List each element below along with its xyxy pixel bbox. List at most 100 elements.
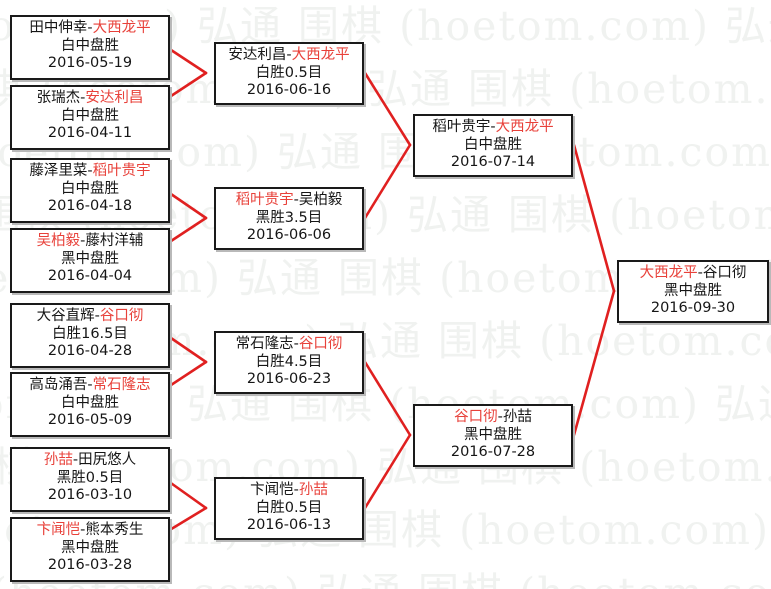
match-result: 黑中盘胜 — [61, 539, 119, 556]
match-result: 白中盘胜 — [61, 107, 119, 124]
player-left: 大谷直辉 — [36, 308, 95, 324]
player-right: 田尻悠人 — [78, 452, 137, 468]
match-players: 谷口彻-孙喆 — [417, 409, 569, 427]
connector-line — [166, 506, 208, 533]
match-result: 白胜0.5目 — [255, 64, 323, 81]
match-date: 2016-09-30 — [650, 300, 736, 317]
player-separator: - — [72, 452, 79, 468]
match-result: 白中盘胜 — [61, 37, 119, 54]
match-date: 2016-06-13 — [246, 517, 332, 534]
player-right: 熊本秀生 — [85, 522, 144, 538]
match-date: 2016-04-04 — [47, 268, 133, 285]
match-date: 2016-07-14 — [450, 154, 536, 171]
connector-line — [166, 216, 208, 245]
player-right: 安达利昌 — [85, 90, 144, 106]
match-date: 2016-06-16 — [246, 82, 332, 99]
match-players: 藤泽里菜-稻叶贵宇 — [14, 163, 166, 181]
match-result: 白中盘胜 — [61, 180, 119, 197]
match-result: 黑中盘胜 — [664, 282, 722, 299]
connector-line — [166, 479, 208, 510]
player-separator: - — [94, 308, 100, 324]
player-separator: - — [87, 163, 93, 179]
player-left: 孙喆 — [43, 452, 73, 468]
match-date: 2016-06-06 — [246, 227, 332, 244]
connector-line — [572, 289, 616, 437]
player-left: 藤泽里菜 — [29, 163, 88, 179]
player-separator: - — [80, 522, 86, 538]
player-left: 稻叶贵宇 — [432, 119, 491, 135]
connector-line — [166, 334, 208, 364]
player-right: 谷口彻 — [298, 336, 343, 352]
match-result: 白胜4.5目 — [255, 353, 323, 370]
player-right: 大西龙平 — [495, 119, 554, 135]
player-left: 田中伸幸 — [29, 20, 88, 36]
match-players: 常石隆志-谷口彻 — [218, 336, 360, 354]
match-result: 黑中盘胜 — [61, 250, 119, 267]
player-separator: - — [497, 409, 503, 425]
player-separator: - — [87, 377, 93, 393]
match-result: 黑中盘胜 — [464, 426, 522, 443]
player-right: 大西龙平 — [291, 47, 350, 63]
match-players: 卞闻恺-孙喆 — [218, 482, 360, 500]
match-players: 孙喆-田尻悠人 — [14, 452, 166, 470]
player-left: 谷口彻 — [454, 409, 498, 425]
match-date: 2016-04-18 — [47, 198, 133, 215]
player-separator: - — [697, 265, 703, 281]
player-right: 常石隆志 — [92, 377, 151, 393]
connector-line — [166, 360, 208, 389]
match-result: 白中盘胜 — [464, 136, 522, 153]
player-left: 常石隆志 — [235, 336, 294, 352]
player-right: 孙喆 — [502, 409, 532, 425]
player-right: 稻叶贵宇 — [92, 163, 151, 179]
match-result: 白中盘胜 — [61, 394, 119, 411]
player-separator: - — [293, 336, 299, 352]
player-right: 藤村洋辅 — [85, 233, 144, 249]
match-players: 安达利昌-大西龙平 — [218, 47, 360, 65]
player-left: 安达利昌 — [228, 47, 287, 63]
match-result: 白胜16.5目 — [52, 325, 128, 342]
match-players: 大西龙平-谷口彻 — [621, 265, 765, 283]
match-players: 张瑞杰-安达利昌 — [14, 90, 166, 108]
player-left: 张瑞杰 — [36, 90, 81, 106]
player-left: 大西龙平 — [639, 265, 698, 281]
player-right: 孙喆 — [298, 482, 328, 498]
connector-line — [166, 46, 208, 75]
player-left: 高岛涌吾 — [29, 377, 88, 393]
match-players: 稻叶贵宇-吴柏毅 — [218, 192, 360, 210]
player-separator: - — [286, 47, 292, 63]
player-right: 谷口彻 — [702, 265, 747, 281]
match-date: 2016-03-28 — [47, 557, 133, 574]
player-left: 卞闻恺 — [250, 482, 294, 498]
match-date: 2016-05-19 — [47, 55, 133, 72]
match-result: 白胜0.5目 — [255, 499, 323, 516]
match-players: 吴柏毅-藤村洋辅 — [14, 233, 166, 251]
player-right: 大西龙平 — [92, 20, 151, 36]
connector-line — [363, 433, 412, 510]
match-players: 稻叶贵宇-大西龙平 — [417, 119, 569, 137]
match-result: 黑胜3.5目 — [255, 209, 323, 226]
match-result: 黑胜0.5目 — [56, 469, 124, 486]
player-left: 吴柏毅 — [36, 233, 81, 249]
player-right: 谷口彻 — [99, 308, 144, 324]
connector-line — [166, 71, 208, 100]
connector-line — [166, 190, 208, 220]
player-separator: - — [490, 119, 496, 135]
player-separator: - — [87, 20, 93, 36]
match-players: 卞闻恺-熊本秀生 — [14, 522, 166, 540]
